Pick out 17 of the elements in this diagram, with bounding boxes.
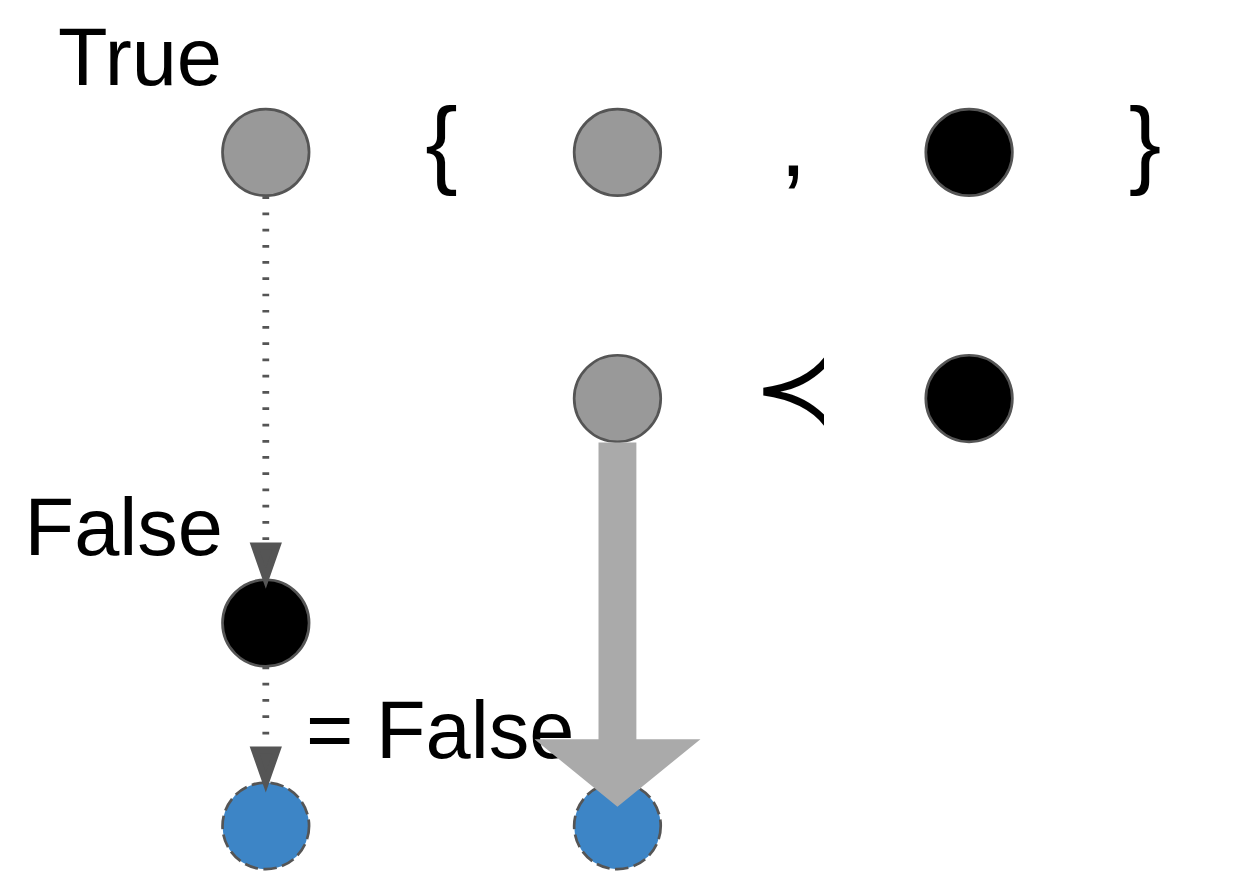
- label: ,: [779, 87, 807, 197]
- node-circle: [924, 353, 1014, 443]
- node-circle: [221, 780, 311, 871]
- label: }: [1128, 87, 1162, 197]
- node-circle: [221, 577, 311, 668]
- node-label: True: [58, 11, 222, 102]
- node-label: False: [24, 481, 223, 572]
- arrow: [534, 441, 701, 807]
- node-label: = False: [306, 684, 575, 775]
- node-circle: [924, 107, 1014, 197]
- label: {: [425, 87, 458, 197]
- arrow: [249, 666, 282, 793]
- node-circle: [221, 107, 311, 197]
- node-circle: [572, 107, 663, 197]
- arrow: [249, 195, 282, 589]
- node-circle: [572, 353, 663, 443]
- label: ≺: [752, 333, 834, 443]
